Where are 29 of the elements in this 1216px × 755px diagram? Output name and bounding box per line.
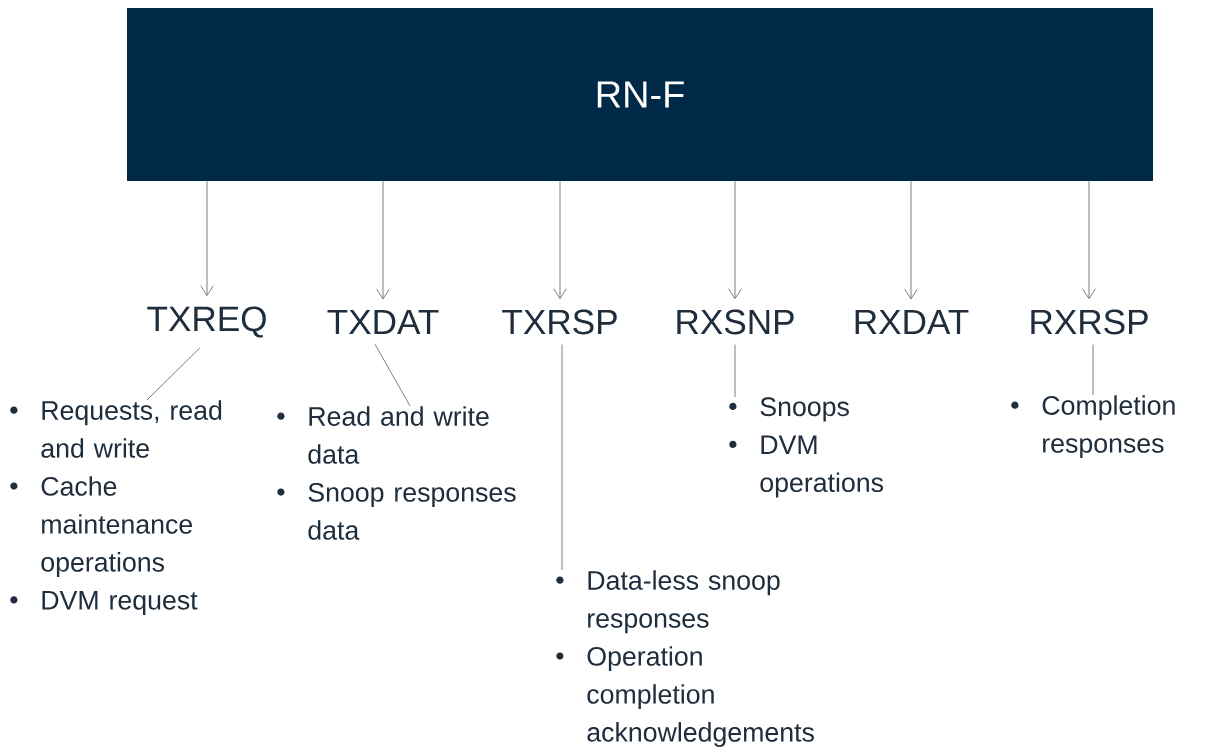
bullet-item: Cache maintenance operations xyxy=(10,476,192,577)
channel-label: TXRSP xyxy=(502,309,617,335)
channel-label: RXRSP xyxy=(1031,309,1148,335)
arrow xyxy=(904,180,918,300)
arrow xyxy=(200,180,214,296)
bullet-item: Operation completion acknowledgements xyxy=(556,646,814,747)
channel-label: RXDAT xyxy=(855,309,969,335)
arrow xyxy=(1082,180,1096,300)
component-box: RN-F xyxy=(127,8,1153,181)
channel-label: RXSNP xyxy=(677,309,794,335)
leader-line xyxy=(561,344,563,571)
leader-line xyxy=(146,347,201,401)
leader-line xyxy=(734,344,736,398)
arrow xyxy=(728,180,742,300)
channel-label: TXDAT xyxy=(327,309,439,335)
node-label: Completion responses xyxy=(1042,395,1175,459)
leader-line xyxy=(374,343,411,407)
bullet-item: Read and write data xyxy=(277,406,489,464)
bullet-item: DVM operations xyxy=(729,435,884,498)
leader-line xyxy=(1092,344,1094,396)
bullet-item: Requests, read and write xyxy=(10,400,222,458)
bullet-item: Snoop responses data xyxy=(277,482,516,540)
bullet-item: Snoops xyxy=(729,397,849,422)
bullet-item: DVM request xyxy=(10,591,198,615)
channel-label: TXREQ xyxy=(147,306,266,338)
arrow xyxy=(376,180,390,300)
bullet-item: Data-less snoop responses xyxy=(556,570,780,634)
arrow xyxy=(553,180,567,300)
bullet-item: Completion responses xyxy=(1011,395,1175,459)
